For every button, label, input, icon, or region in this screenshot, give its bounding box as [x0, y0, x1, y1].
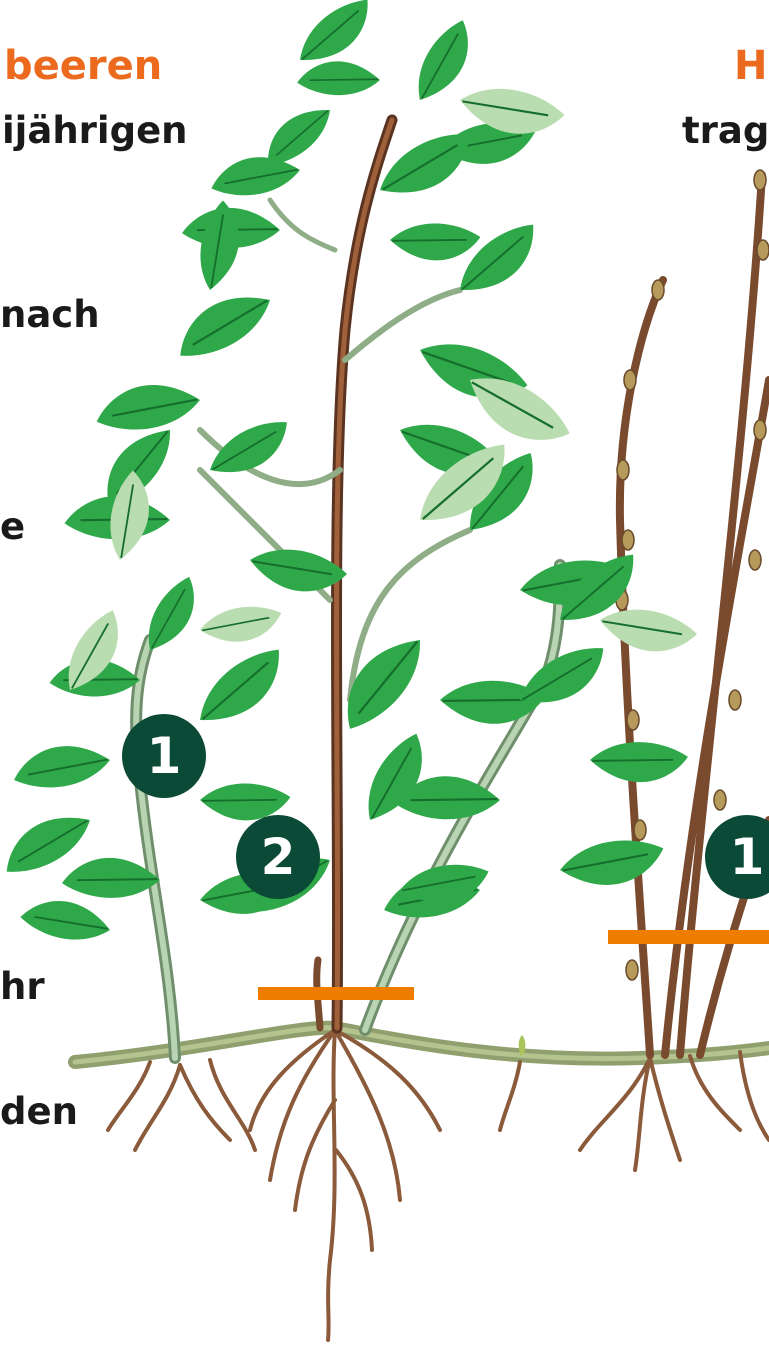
left-text-line-1: nach [0, 296, 100, 333]
root-system [75, 1028, 769, 1340]
right-subheading: trag [682, 112, 769, 149]
right-heading: H [734, 46, 767, 86]
cut-line-right [608, 930, 769, 944]
left-text-line-4: den [0, 1093, 78, 1130]
left-subheading: ijährigen [2, 112, 188, 149]
badge-1-left: 1 [122, 714, 206, 798]
left-text-line-3: hr [0, 968, 45, 1005]
left-text-line-2: e [0, 508, 25, 545]
badge-2: 2 [236, 815, 320, 899]
left-heading: beeren [4, 46, 162, 86]
cut-line-left [258, 987, 414, 1000]
